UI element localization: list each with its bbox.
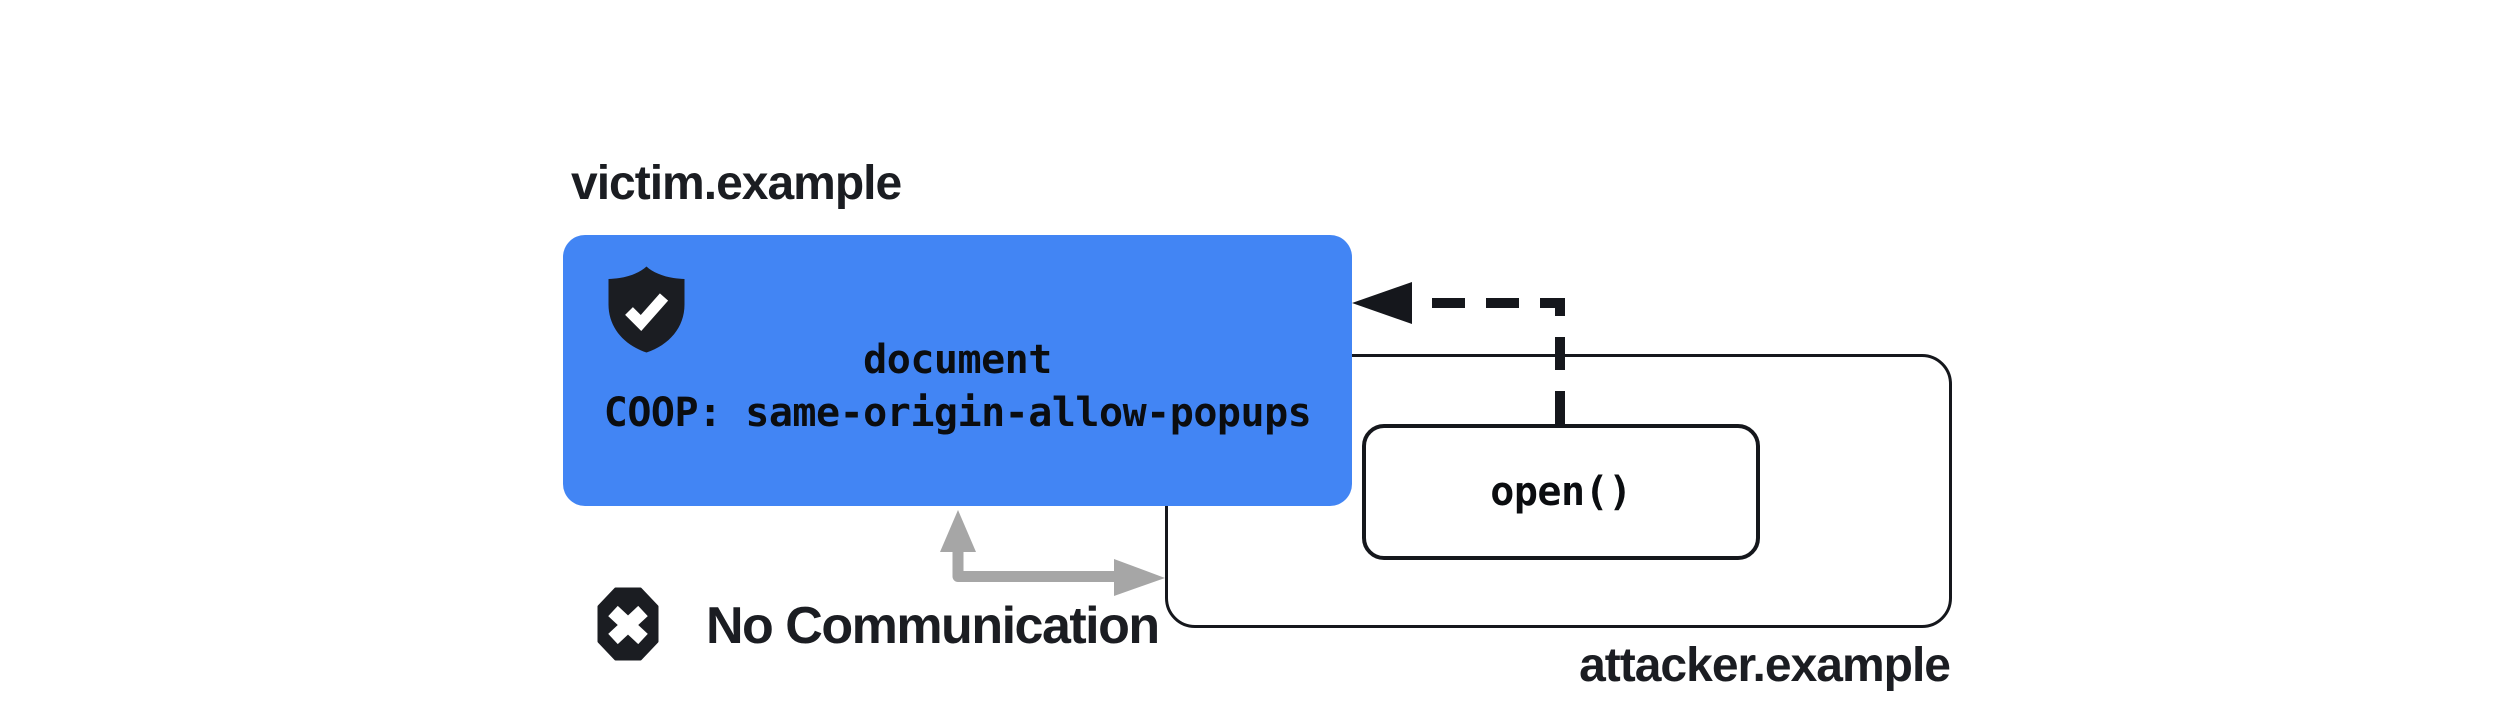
open-call-label: open() [1490,469,1632,515]
x-octagon-icon [597,587,659,661]
no-communication-label: No Communication [706,597,1160,655]
victim-origin-label: victim.example [571,157,902,210]
victim-document-box: document COOP: same-origin-allow-popups [563,235,1352,506]
open-call-box: open() [1362,424,1760,560]
coop-policy-label: COOP: same-origin-allow-popups [603,390,1312,436]
shield-check-icon [608,266,685,353]
document-label: document [863,337,1052,383]
no-communication-arrow [940,510,1165,596]
attacker-origin-label: attacker.example [1579,639,1951,692]
victim-document-text: document COOP: same-origin-allow-popups [563,334,1352,440]
